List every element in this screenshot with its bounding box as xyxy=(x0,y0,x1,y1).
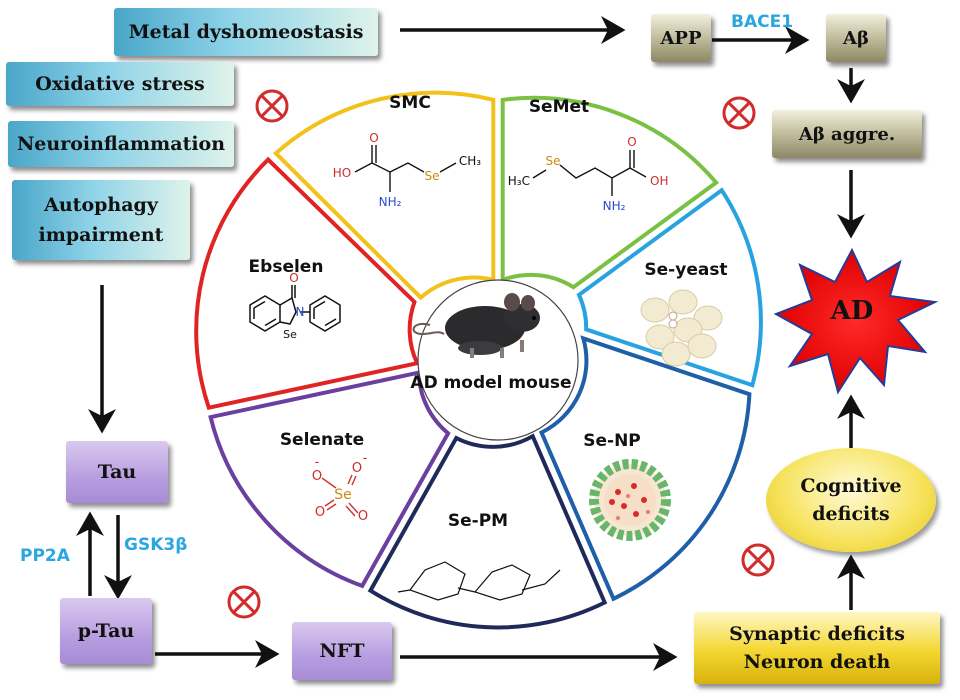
abeta-label: Aβ xyxy=(843,27,869,49)
inhibit-icon xyxy=(722,96,756,130)
mouse-icon xyxy=(412,293,540,358)
box-nft[interactable]: NFT xyxy=(292,622,392,680)
inhibit-icon xyxy=(255,89,289,123)
box-autophagy-impairment[interactable]: Autophagy impairment xyxy=(12,180,190,260)
ebselen-atom-o: O xyxy=(289,271,298,285)
smc-atom-ch3: CH₃ xyxy=(459,154,481,168)
segment-seyeast[interactable] xyxy=(576,187,763,388)
synaptic-label-2: Neuron death xyxy=(743,651,891,673)
box-abeta[interactable]: Aβ xyxy=(826,14,886,62)
autophagy-label-2: impairment xyxy=(38,224,164,246)
nft-label: NFT xyxy=(319,640,365,662)
selenate-atom-se: Se xyxy=(334,487,352,503)
pp2a-label: PP2A xyxy=(20,546,70,566)
tau-label: Tau xyxy=(97,461,137,483)
box-oxidative-stress[interactable]: Oxidative stress xyxy=(6,62,234,106)
label-senp: Se-NP xyxy=(583,431,641,451)
starburst-icon xyxy=(773,247,939,395)
segment-semet[interactable] xyxy=(500,95,720,290)
label-ebselen: Ebselen xyxy=(249,257,324,277)
semet-atom-o: O xyxy=(627,135,636,149)
smc-atom-nh2: NH₂ xyxy=(379,195,402,209)
box-abeta-aggre[interactable]: Aβ aggre. xyxy=(772,110,922,158)
selenate-minus-2: - xyxy=(363,451,368,466)
tablet-icon xyxy=(640,289,723,367)
ptau-label: p-Tau xyxy=(77,620,135,642)
smc-atom-ho: HO xyxy=(333,166,351,180)
cognitive-label-1: Cognitive xyxy=(800,475,902,497)
ebselen-structure xyxy=(249,285,341,332)
wheel xyxy=(194,90,763,630)
label-sepm: Se-PM xyxy=(448,511,508,531)
inhibit-icon xyxy=(227,585,261,619)
box-ptau[interactable]: p-Tau xyxy=(60,598,152,664)
bace1-label: BACE1 xyxy=(731,12,794,32)
box-cognitive-deficits[interactable]: Cognitive deficits xyxy=(766,448,936,552)
synaptic-label-1: Synaptic deficits xyxy=(729,623,905,645)
oxidative-label: Oxidative stress xyxy=(35,73,205,95)
box-neuroinflammation[interactable]: Neuroinflammation xyxy=(8,121,234,167)
semet-structure xyxy=(532,150,647,196)
inhibit-icon xyxy=(741,543,775,577)
ad-label: AD xyxy=(830,296,874,326)
segment-sepm[interactable] xyxy=(367,433,608,630)
aggre-label: Aβ aggre. xyxy=(798,123,896,145)
selenate-minus-1: - xyxy=(315,455,320,470)
box-app[interactable]: APP xyxy=(651,14,711,62)
segment-selenate[interactable] xyxy=(208,370,451,589)
semet-atom-oh: OH xyxy=(650,174,668,188)
label-semet: SeMet xyxy=(529,97,589,117)
segment-smc[interactable] xyxy=(272,90,496,301)
autophagy-label-1: Autophagy xyxy=(44,194,158,216)
app-label: APP xyxy=(660,27,702,49)
label-selenate: Selenate xyxy=(280,430,364,450)
ebselen-atom-se: Se xyxy=(283,328,297,341)
selenate-atom-o1: O xyxy=(312,469,322,484)
segment-ebselen[interactable] xyxy=(194,156,420,411)
semet-atom-h3c: H₃C xyxy=(508,174,530,188)
metal-label: Metal dyshomeostasis xyxy=(128,21,364,43)
box-synaptic-deficits[interactable]: Synaptic deficits Neuron death xyxy=(694,612,940,684)
label-seyeast: Se-yeast xyxy=(644,260,727,280)
smc-structure xyxy=(354,145,457,192)
smc-atom-o: O xyxy=(369,131,378,145)
sepm-structure xyxy=(397,561,561,601)
selenate-atom-o2: O xyxy=(352,461,362,476)
selenate-structure xyxy=(321,474,359,517)
cognitive-label-2: deficits xyxy=(812,503,890,525)
semet-atom-se: Se xyxy=(546,154,561,168)
ebselen-atom-n: N xyxy=(296,305,305,319)
label-smc: SMC xyxy=(389,93,431,113)
selenate-atom-o3: O xyxy=(315,505,325,520)
semet-atom-nh2: NH₂ xyxy=(603,199,626,213)
label-center: AD model mouse xyxy=(410,373,571,393)
nanoparticle-icon xyxy=(589,459,671,541)
selenate-atom-o4: O xyxy=(358,509,368,524)
gsk3b-label: GSK3β xyxy=(124,535,188,555)
wheel-center xyxy=(417,279,579,441)
smc-atom-se: Se xyxy=(425,169,440,183)
inflammation-label: Neuroinflammation xyxy=(16,133,226,155)
box-tau[interactable]: Tau xyxy=(66,441,168,503)
box-metal-dyshomeostasis[interactable]: Metal dyshomeostasis xyxy=(114,8,378,56)
arrows xyxy=(76,16,865,671)
